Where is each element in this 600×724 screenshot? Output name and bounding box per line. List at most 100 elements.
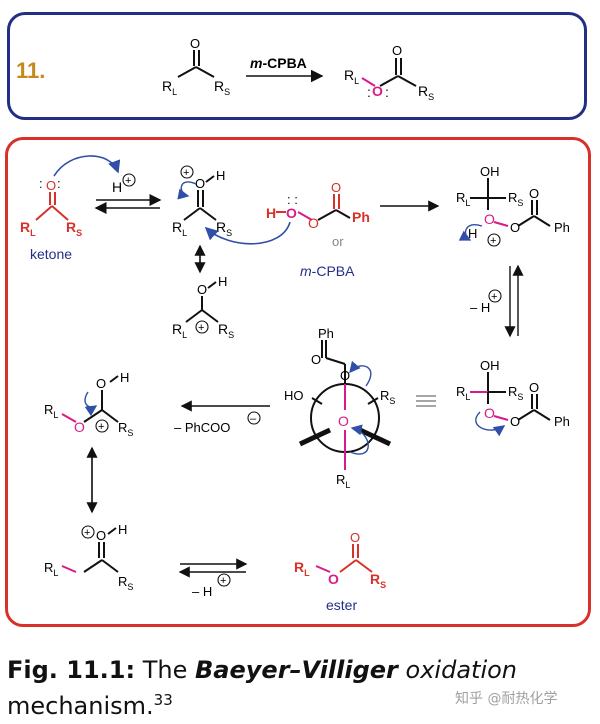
newman-o-carbonyl: O	[311, 352, 321, 367]
ci1-o2: O	[510, 220, 520, 235]
ci2-oh: OH	[480, 358, 500, 373]
ci1-plus: +	[490, 235, 496, 247]
top-rl: RL	[162, 78, 177, 97]
oe-rl: RL	[44, 560, 58, 578]
ci2-o1: O	[484, 405, 495, 421]
criegee-neutral	[470, 372, 551, 421]
ester-rl: RL	[294, 559, 310, 578]
mcpba-ph: Ph	[352, 209, 370, 225]
svg-text::: :	[57, 176, 61, 191]
proton-attack-arrow	[53, 155, 121, 177]
step-number: 11.	[16, 58, 45, 83]
ci2-ph: Ph	[554, 414, 570, 429]
ci1-deprotonation-arrow	[458, 224, 483, 241]
ci1-o1: O	[484, 211, 495, 227]
cc-rs: RS	[218, 321, 234, 340]
watermark: 知乎 @耐热化学	[455, 691, 558, 707]
ketone-structure	[35, 192, 69, 221]
pe-h: H	[120, 370, 129, 385]
caption-name: Baeyer–Villiger	[195, 656, 398, 684]
ci2-rl: RL	[456, 384, 470, 402]
bottom-minus-h-plus: +	[220, 575, 226, 587]
pc-pi-arrow	[177, 181, 197, 200]
oe-plus: +	[84, 527, 90, 539]
equivalence-sign	[416, 395, 436, 407]
svg-text::: :	[39, 176, 43, 191]
pe-rl: RL	[44, 402, 58, 420]
top-rs: RS	[214, 78, 230, 97]
pe-o-ester: O	[74, 419, 85, 435]
newman-oo-arrow	[349, 360, 372, 387]
phcoo-minus: –	[250, 413, 257, 425]
pe-rs: RS	[118, 420, 133, 438]
top-ketone-o: O	[190, 36, 200, 51]
ci2-migration-arrow	[475, 411, 506, 437]
caption-the: The	[142, 656, 188, 684]
ester-label: ester	[326, 597, 357, 613]
cc-plus: +	[198, 322, 204, 334]
newman-ph: Ph	[318, 326, 334, 341]
ci1-rs: RS	[508, 190, 523, 208]
mcpba-label: m-CPBA	[300, 263, 355, 279]
figure-caption: Fig. 11.1: The Baeyer–Villiger oxidation…	[7, 655, 527, 721]
oe-h: H	[118, 522, 127, 537]
bottom-minus-h: – H	[192, 584, 212, 599]
ketone-rs: RS	[66, 219, 82, 238]
reaction-summary-box	[7, 12, 587, 120]
right-minus-h: – H	[470, 300, 490, 315]
ketone-o: O	[46, 178, 56, 193]
caption-fig: Fig. 11.1:	[7, 656, 136, 684]
top-ester-o: O	[372, 83, 383, 99]
ester-rs: RS	[370, 571, 386, 590]
ci1-rl: RL	[456, 190, 470, 208]
ci2-rs: RS	[508, 384, 523, 402]
mechanism-box	[5, 137, 591, 627]
ci1-oh: OH	[480, 164, 500, 179]
caption-oxidation: oxidation	[405, 656, 517, 684]
ester-o: O	[328, 571, 339, 587]
or-label: or	[332, 234, 344, 249]
top-ester-rl: RL	[344, 67, 359, 86]
top-ester	[361, 58, 417, 87]
svg-text:: :: : :	[287, 192, 298, 207]
pe-o-top: O	[96, 376, 106, 391]
mcpba-o2: O	[308, 215, 319, 231]
cc-o: O	[197, 282, 207, 297]
mcpba-o1: O	[286, 205, 297, 221]
ester-product	[315, 544, 373, 573]
mcpba-structure	[276, 194, 351, 221]
mcpba-h: H	[266, 205, 276, 221]
pc-h: H	[216, 168, 225, 183]
phcoo-label: – PhCOO	[174, 420, 230, 435]
carbocation	[185, 281, 219, 323]
top-reagent: m-CPBA	[250, 55, 307, 71]
newman-o-ester: O	[340, 368, 350, 383]
nucleophilic-attack-arrow	[204, 221, 291, 245]
proton-h: H	[112, 179, 122, 195]
ci1-ph: Ph	[554, 220, 570, 235]
pc-rl: RL	[172, 219, 187, 238]
top-ester-rs: RS	[418, 83, 434, 102]
ci1-o3: O	[529, 186, 539, 201]
ci1-h: H	[468, 226, 477, 241]
criegee-protonated	[470, 178, 551, 227]
newman-projection	[298, 340, 392, 470]
ketone-rl: RL	[20, 219, 36, 238]
top-ketone	[177, 50, 215, 78]
oe-rs: RS	[118, 574, 133, 592]
ester-o-carbonyl: O	[350, 530, 360, 545]
svg-text::: :	[367, 84, 371, 100]
caption-mechanism: mechanism.	[7, 692, 154, 720]
protonated-ester	[61, 375, 119, 423]
cc-rl: RL	[172, 321, 187, 340]
ci2-o2: O	[510, 414, 520, 429]
newman-ho: HO	[284, 388, 304, 403]
newman-migration-arrow	[349, 424, 369, 455]
pc-plus: +	[183, 167, 189, 179]
pc-rs: RS	[216, 219, 232, 238]
ketone-label: ketone	[30, 246, 72, 262]
newman-rs: RS	[380, 388, 395, 406]
pc-o: O	[195, 176, 205, 191]
top-ester-carbonyl-o: O	[392, 43, 402, 58]
